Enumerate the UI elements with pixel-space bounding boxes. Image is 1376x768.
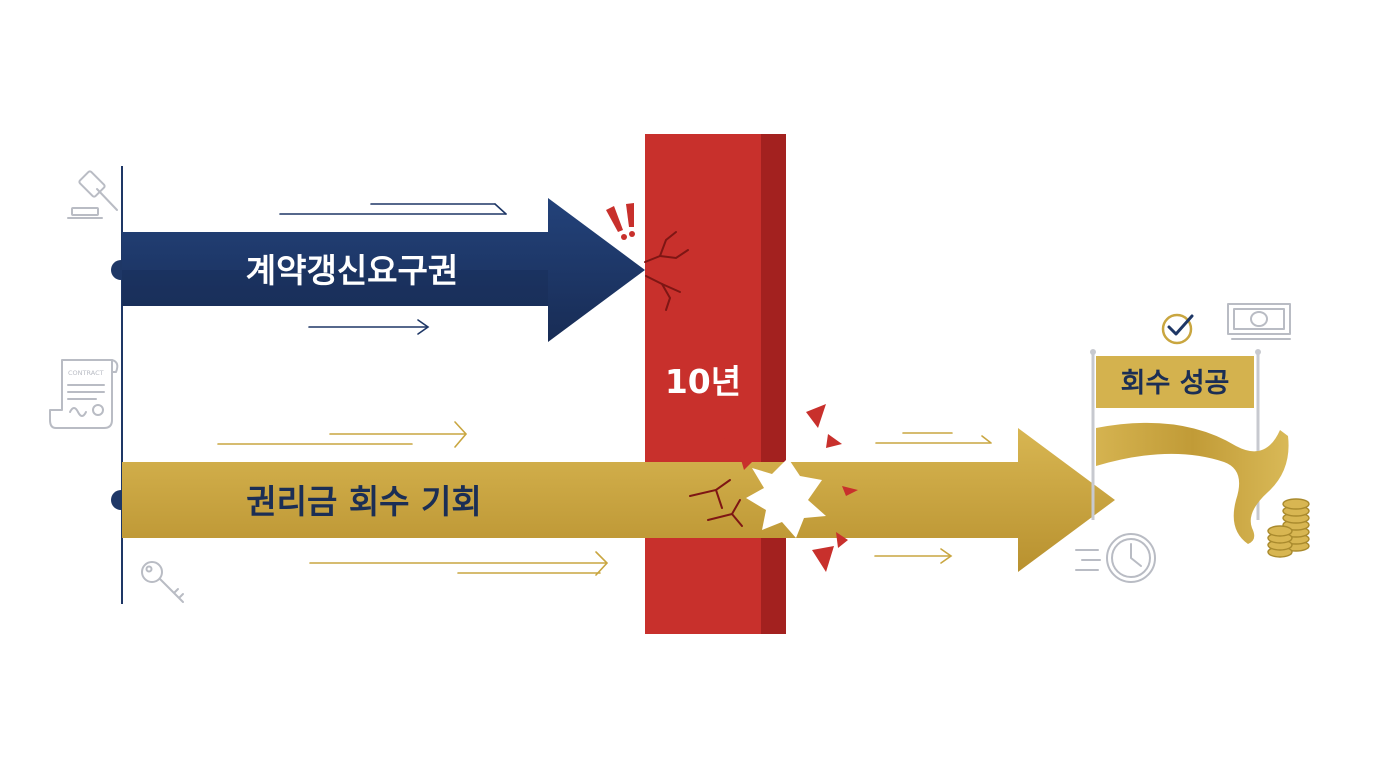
renewal-right-label: 계약갱신요구권 (246, 251, 459, 290)
check-circle-icon (1161, 313, 1194, 345)
premium-recovery-label: 권리금 회수 기회 (246, 482, 482, 521)
gavel-icon (67, 170, 118, 219)
success-ribbon (1096, 422, 1289, 544)
premium-recovery-arrow: 권리금 회수 기회 (122, 428, 1115, 572)
clock-icon (1075, 533, 1156, 583)
success-label: 회수 성공 (1121, 368, 1230, 399)
coin-stack-icon (1267, 498, 1310, 558)
banknote-icon (1227, 303, 1291, 340)
contract-icon: CONTRACT (49, 359, 119, 429)
timeline-axis (111, 166, 131, 604)
wall-crack-top (644, 231, 689, 311)
key-icon (141, 561, 184, 603)
alert-marks-icon (606, 203, 635, 240)
speed-lines-premium (217, 421, 992, 576)
success-banner (1096, 356, 1254, 408)
contract-icon-text: CONTRACT (68, 369, 104, 377)
ten-year-wall: 10년 (644, 134, 786, 634)
success-flag: 회수 성공 (1090, 349, 1289, 544)
wall-breach-burst (689, 404, 858, 572)
renewal-right-arrow: 계약갱신요구권 (122, 198, 645, 342)
ten-year-label: 10년 (665, 362, 741, 401)
speed-lines-renewal (279, 203, 507, 335)
